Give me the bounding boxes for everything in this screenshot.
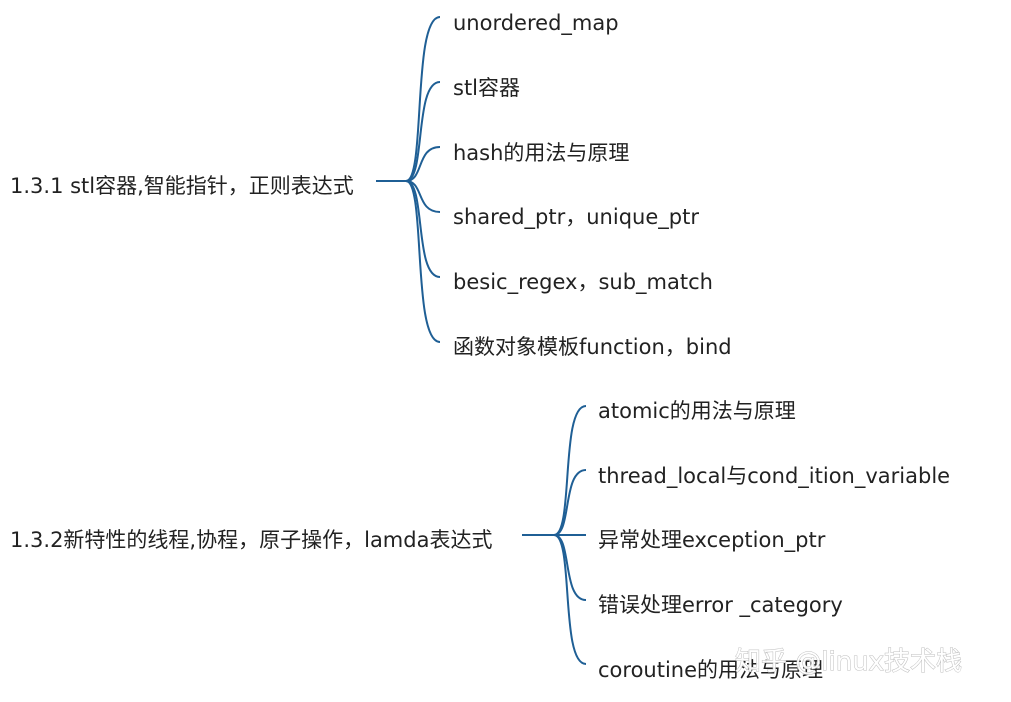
child-node: besic_regex，sub_match	[453, 270, 713, 295]
branch-1-connector-6	[405, 180, 441, 343]
branch-2-connector-2	[553, 469, 587, 536]
branch-2-connector-4	[553, 534, 587, 601]
branch-2-connectors	[522, 405, 587, 665]
child-node: thread_local与cond_ition_variable	[598, 464, 950, 489]
child-node: hash的用法与原理	[453, 141, 629, 165]
branch-2: 1.3.2新特性的线程,协程，原子操作，lamda表达式 atomic的用法与原…	[10, 399, 950, 682]
watermark: 知乎 @linux技术栈	[735, 647, 962, 677]
child-node: shared_ptr，unique_ptr	[453, 205, 699, 230]
branch-1: 1.3.1 stl容器,智能指针，正则表达式 unordered_map stl…	[10, 11, 732, 359]
branch-1-connector-5	[405, 180, 441, 278]
child-node: 函数对象模板function，bind	[453, 335, 732, 359]
root-node-2: 1.3.2新特性的线程,协程，原子操作，lamda表达式	[10, 528, 492, 552]
branch-1-connectors	[376, 16, 441, 343]
child-node: coroutine的用法与原理	[598, 658, 823, 682]
branch-1-connector-3	[405, 146, 441, 182]
child-node: 错误处理error _category	[598, 593, 843, 618]
branch-2-connector-1	[553, 405, 587, 536]
child-node: 异常处理exception_ptr	[598, 528, 826, 553]
branch-1-connector-1	[405, 16, 441, 182]
child-node: unordered_map	[453, 11, 619, 36]
root-node-1: 1.3.1 stl容器,智能指针，正则表达式	[10, 174, 354, 198]
branch-2-connector-5	[553, 534, 587, 665]
child-node: stl容器	[453, 76, 520, 100]
child-node: atomic的用法与原理	[598, 399, 796, 423]
branch-1-connector-2	[405, 81, 441, 182]
